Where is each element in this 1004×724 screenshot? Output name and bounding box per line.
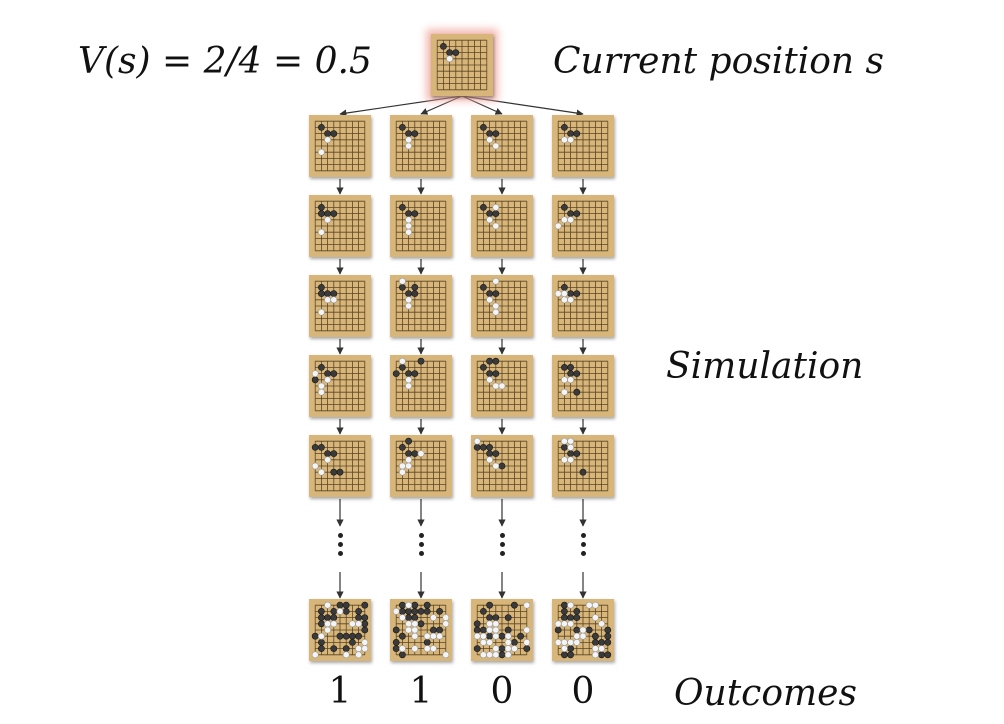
simulation-label: Simulation	[666, 346, 864, 387]
ellipsis-icon	[500, 533, 506, 560]
ellipsis-icon	[419, 533, 425, 560]
current-position-label: Current position s	[553, 41, 885, 82]
ellipsis-icon	[338, 533, 344, 560]
outcome-value: 1	[409, 671, 433, 712]
formula-label: V(s) = 2/4 = 0.5	[78, 41, 372, 82]
ellipsis-icon	[581, 533, 587, 560]
outcome-value: 0	[490, 671, 514, 712]
outcomes-label: Outcomes	[674, 673, 857, 714]
outcome-value: 1	[328, 671, 352, 712]
outcome-value: 0	[571, 671, 595, 712]
